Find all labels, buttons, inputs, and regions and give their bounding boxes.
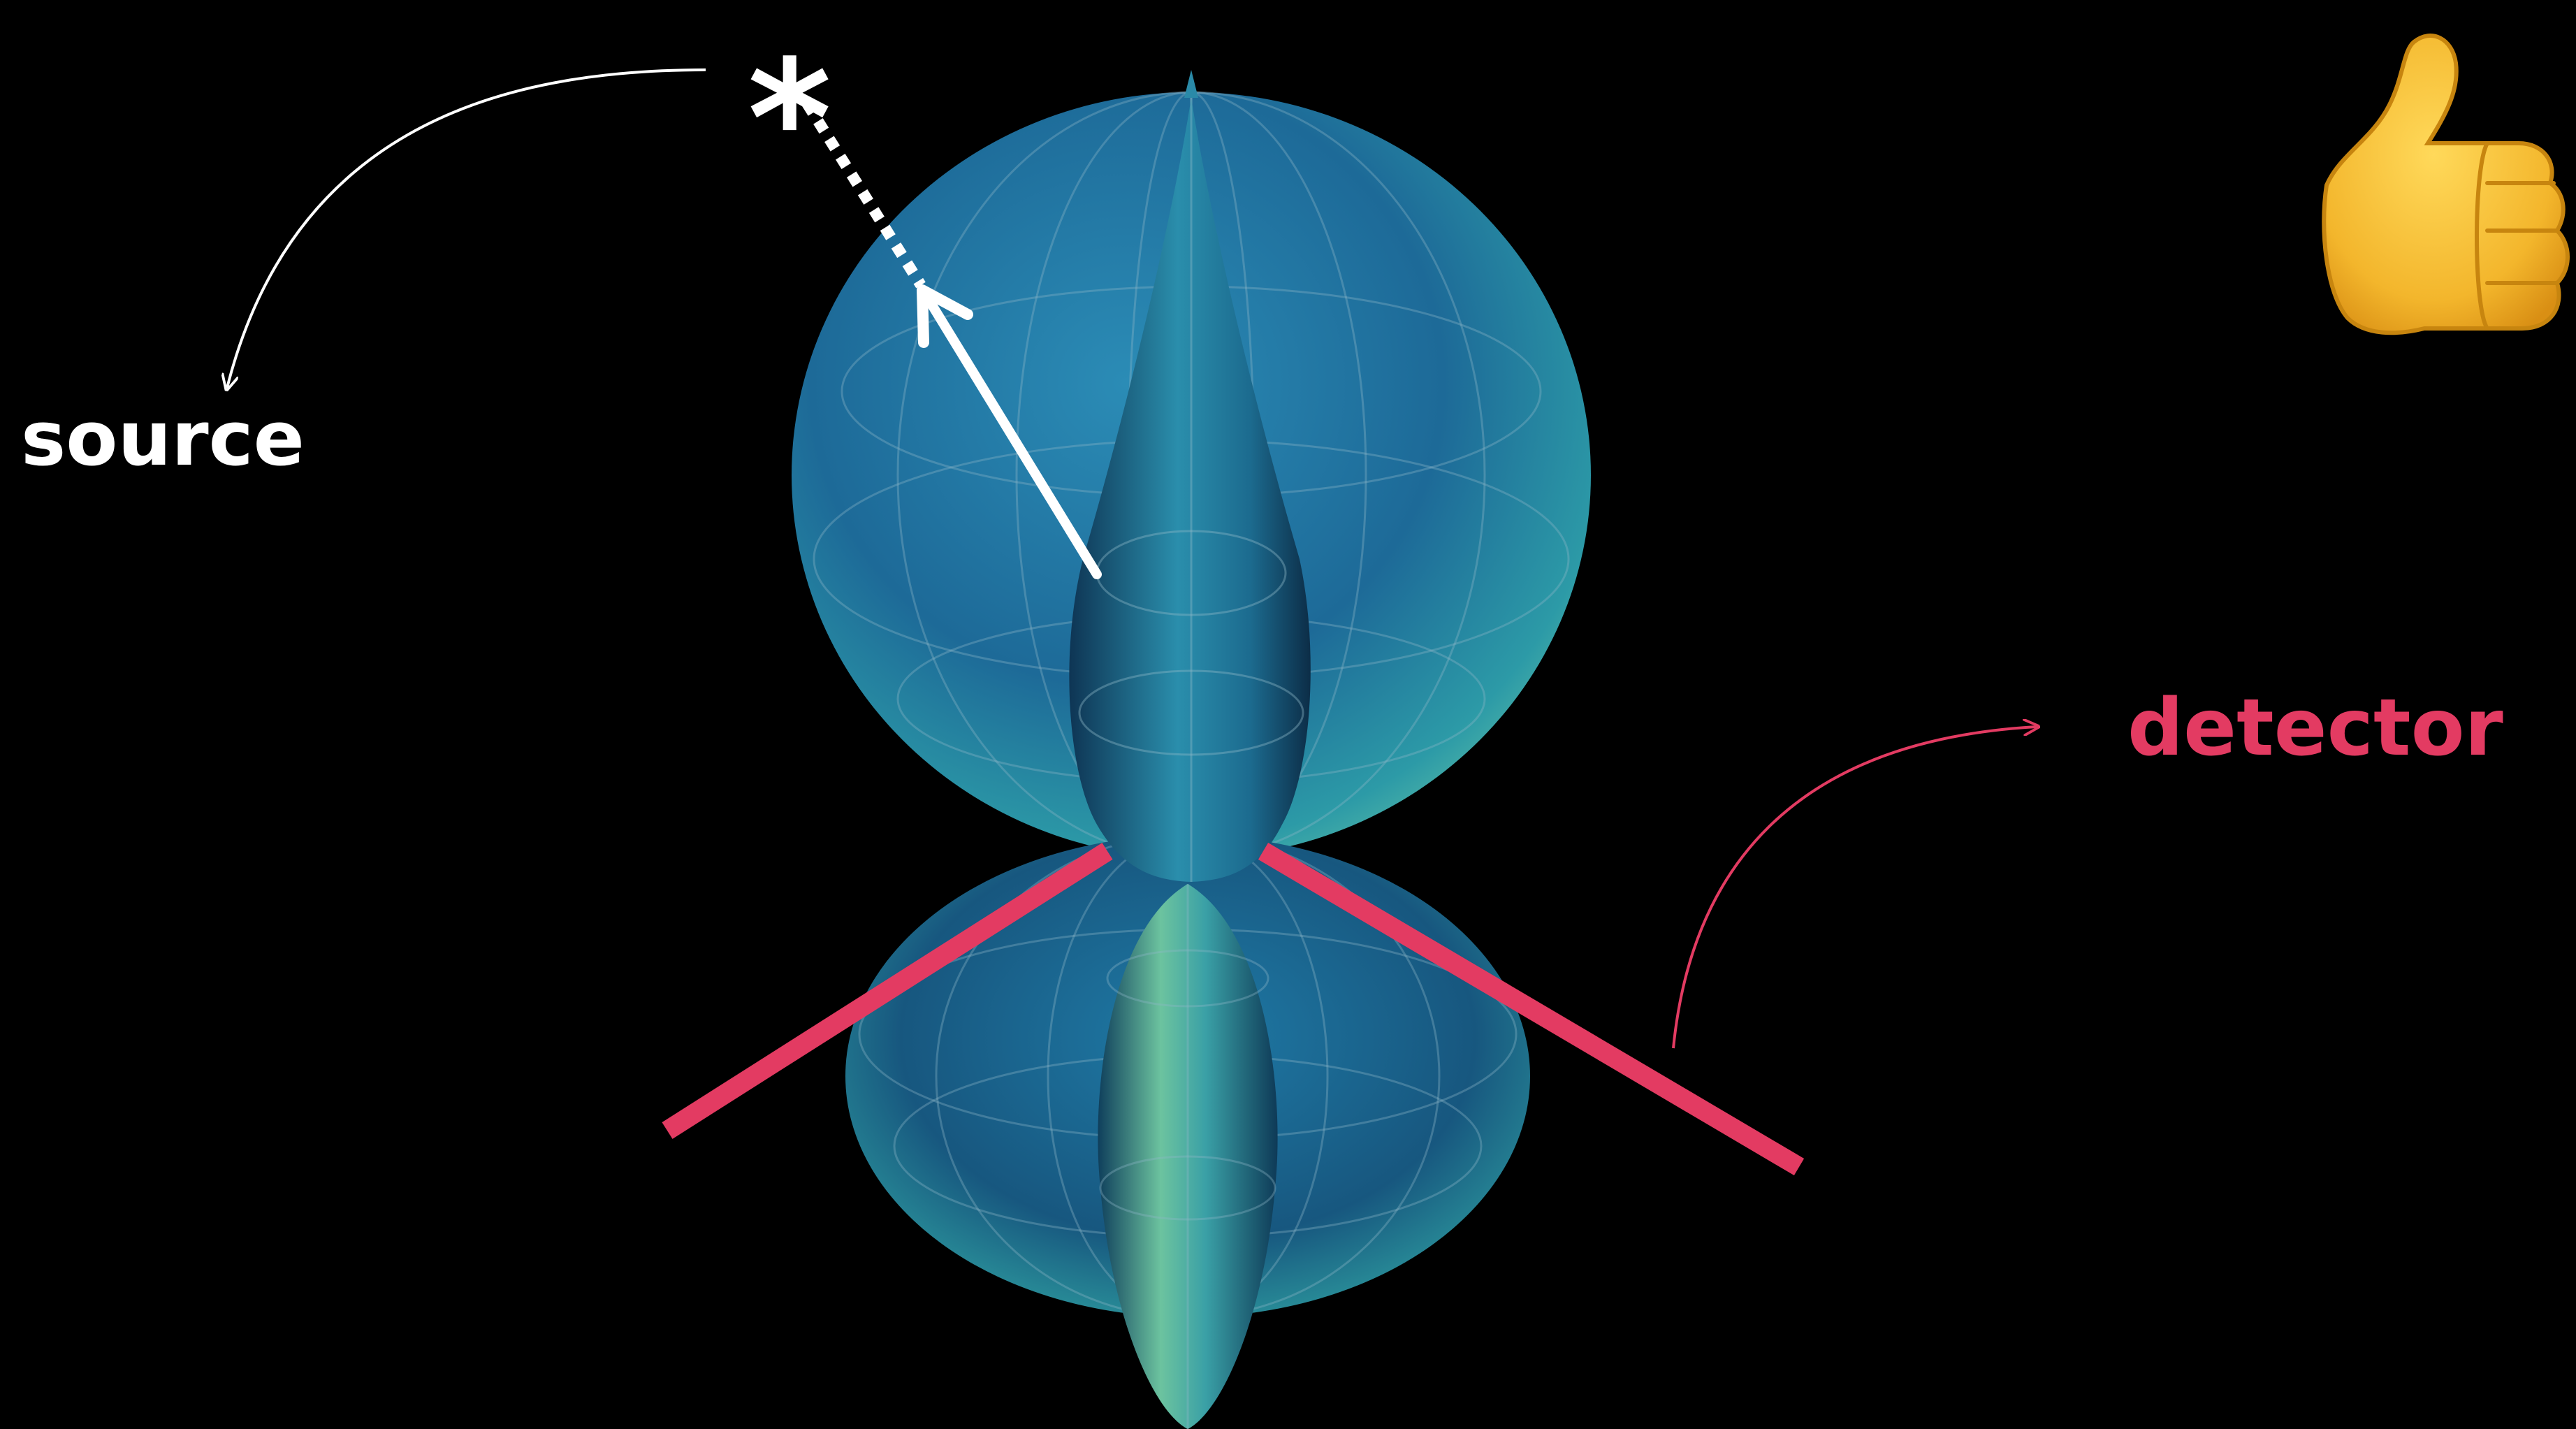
detector-label: detector [2127, 683, 2503, 774]
thumbs-up-icon [2324, 36, 2568, 333]
source-star-marker: * [748, 27, 831, 213]
source-pointer-curve [227, 70, 706, 388]
detector-pointer-curve [1673, 727, 2037, 1048]
source-label: source [21, 396, 305, 483]
